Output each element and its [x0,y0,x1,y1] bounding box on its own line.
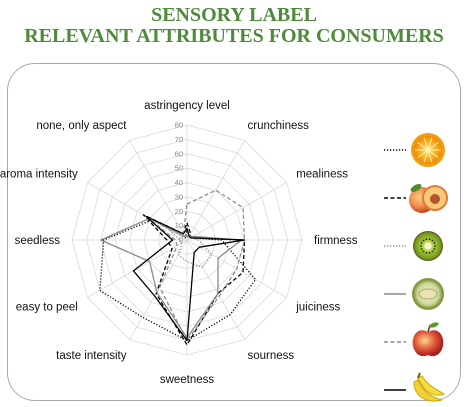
title-line-2: RELEVANT ATTRIBUTES FOR CONSUMERS [24,25,444,47]
axis-spoke [129,140,188,241]
tick-label: 10 [175,221,183,230]
tick-label: 60 [175,149,183,158]
axis-spoke [186,140,245,241]
axis-spoke [129,239,188,340]
banana-icon [413,372,446,402]
axis-label: crunchiness [248,120,310,132]
axis-label: easy to peel [16,302,78,314]
melon-icon [412,278,444,310]
series-line-banana [132,215,246,342]
apple-icon [412,322,444,357]
axis-label: taste intensity [56,350,127,362]
axis-label: astringency level [144,100,230,112]
tick-label: 50 [175,164,183,173]
kiwi-icon [413,231,443,261]
tick-label: 0 [179,236,183,245]
tick-label: 70 [175,135,183,144]
tick-label: 80 [175,121,183,130]
orange-icon [411,133,445,167]
axis-label: sourness [248,350,295,362]
axis-label: mealiness [296,169,348,181]
chart-frame [7,63,461,401]
axis-spoke [186,239,245,340]
axis-spoke [186,182,287,241]
axis-label: aroma intensity [0,169,78,181]
tick-label: 40 [175,178,183,187]
tick-label: 20 [175,207,183,216]
axis-label: juiciness [295,302,340,314]
axis-label: firmness [314,235,358,247]
peach-icon [409,184,448,213]
axis-label: seedless [15,235,61,247]
title-line-1: SENSORY LABEL [151,4,317,26]
axis-label: sweetness [160,374,215,386]
tick-label: 30 [175,192,183,201]
series-line-apple [145,189,246,342]
axis-label: none, only aspect [36,120,127,132]
